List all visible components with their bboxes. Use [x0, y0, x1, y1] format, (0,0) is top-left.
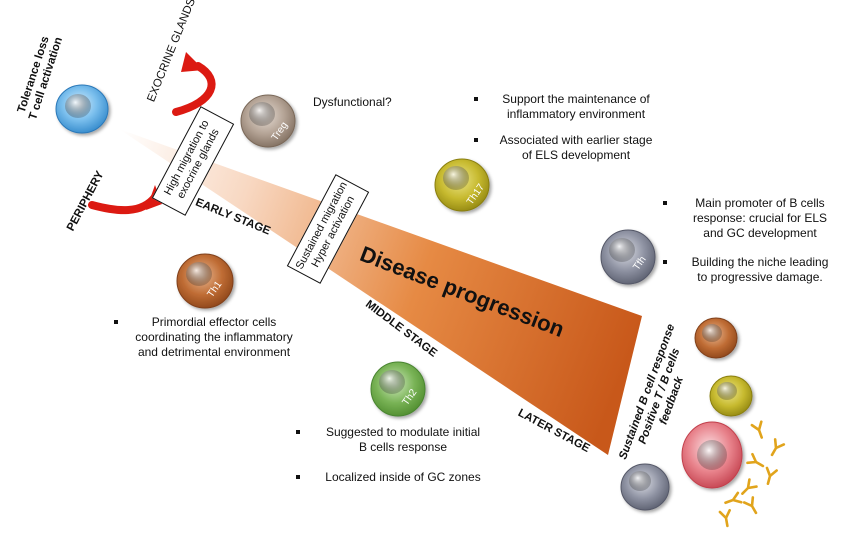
th1-cell: [176, 253, 234, 309]
tfh-cell: [600, 229, 656, 285]
treg-note: Dysfunctional?: [313, 95, 392, 109]
plasma-cell: [681, 421, 743, 489]
th2-note-2: Localized inside of GC zones: [296, 470, 496, 485]
th17-cell: [434, 158, 490, 212]
feedback-th17-cell: [709, 375, 753, 417]
th2-cell: [370, 361, 426, 417]
b-cell: [620, 463, 670, 511]
exocrine-arrow: [172, 52, 216, 116]
feedback-th1-cell: [694, 317, 738, 359]
antibodies: [718, 420, 786, 528]
t-cell-periphery: [55, 84, 109, 134]
disease-progression-wedge: [119, 129, 642, 455]
treg-cell: [240, 94, 296, 148]
